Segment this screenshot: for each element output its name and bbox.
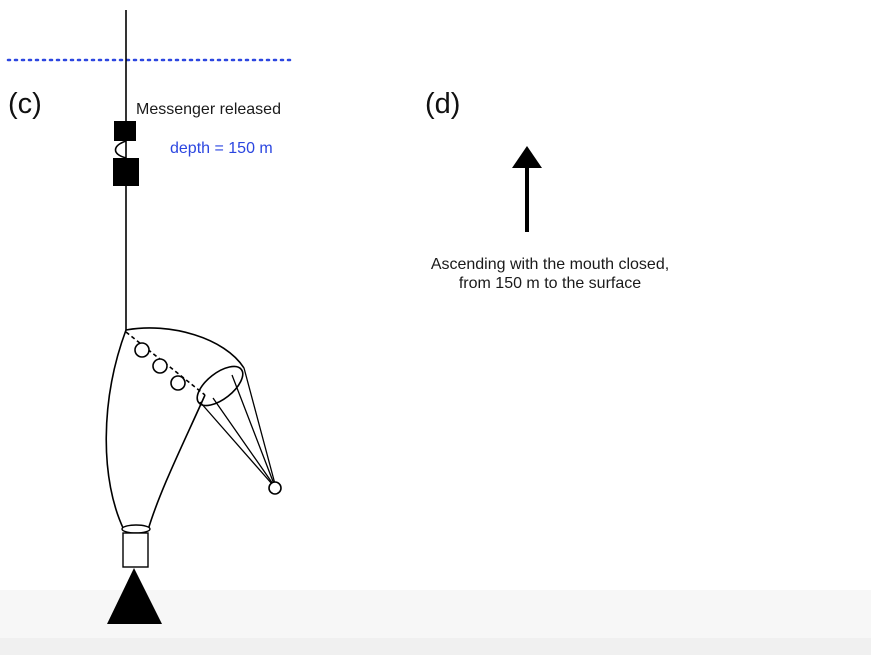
- bridle-clip-icon: [268, 481, 282, 495]
- closing-ring-2: [152, 358, 168, 374]
- depth-label: depth = 150 m: [170, 140, 273, 157]
- release-block-icon: [113, 158, 139, 186]
- up-arrow-icon: [512, 146, 542, 168]
- weight-triangle-icon: [107, 568, 162, 624]
- net-top-arc: [125, 327, 245, 369]
- panel-c-label: (c): [8, 88, 42, 120]
- messenger-weight-icon: [114, 121, 136, 141]
- ascending-caption-line-2: from 150 m to the surface: [458, 275, 642, 293]
- bridle-line-4: [243, 367, 276, 485]
- footer-strip-bottom: [0, 638, 871, 655]
- bridle-line-3: [231, 374, 275, 485]
- closing-ring-3: [170, 375, 186, 391]
- bridle-line-1: [199, 401, 273, 485]
- panel-d-label: (d): [425, 88, 461, 120]
- closing-ring-1: [134, 342, 150, 358]
- net-left-side: [105, 329, 127, 531]
- cod-end-bucket: [122, 532, 149, 568]
- ascending-caption: Ascending with the mouth closed, from 15…: [380, 255, 720, 293]
- messenger-released-label: Messenger released: [136, 101, 281, 118]
- bridle-line-2: [212, 397, 274, 485]
- cod-end-rim: [121, 524, 151, 534]
- net-right-side: [147, 394, 206, 531]
- net-mouth-ring: [196, 365, 244, 407]
- messenger-hook: [114, 140, 127, 159]
- ascending-caption-line-1: Ascending with the mouth closed,: [430, 256, 670, 273]
